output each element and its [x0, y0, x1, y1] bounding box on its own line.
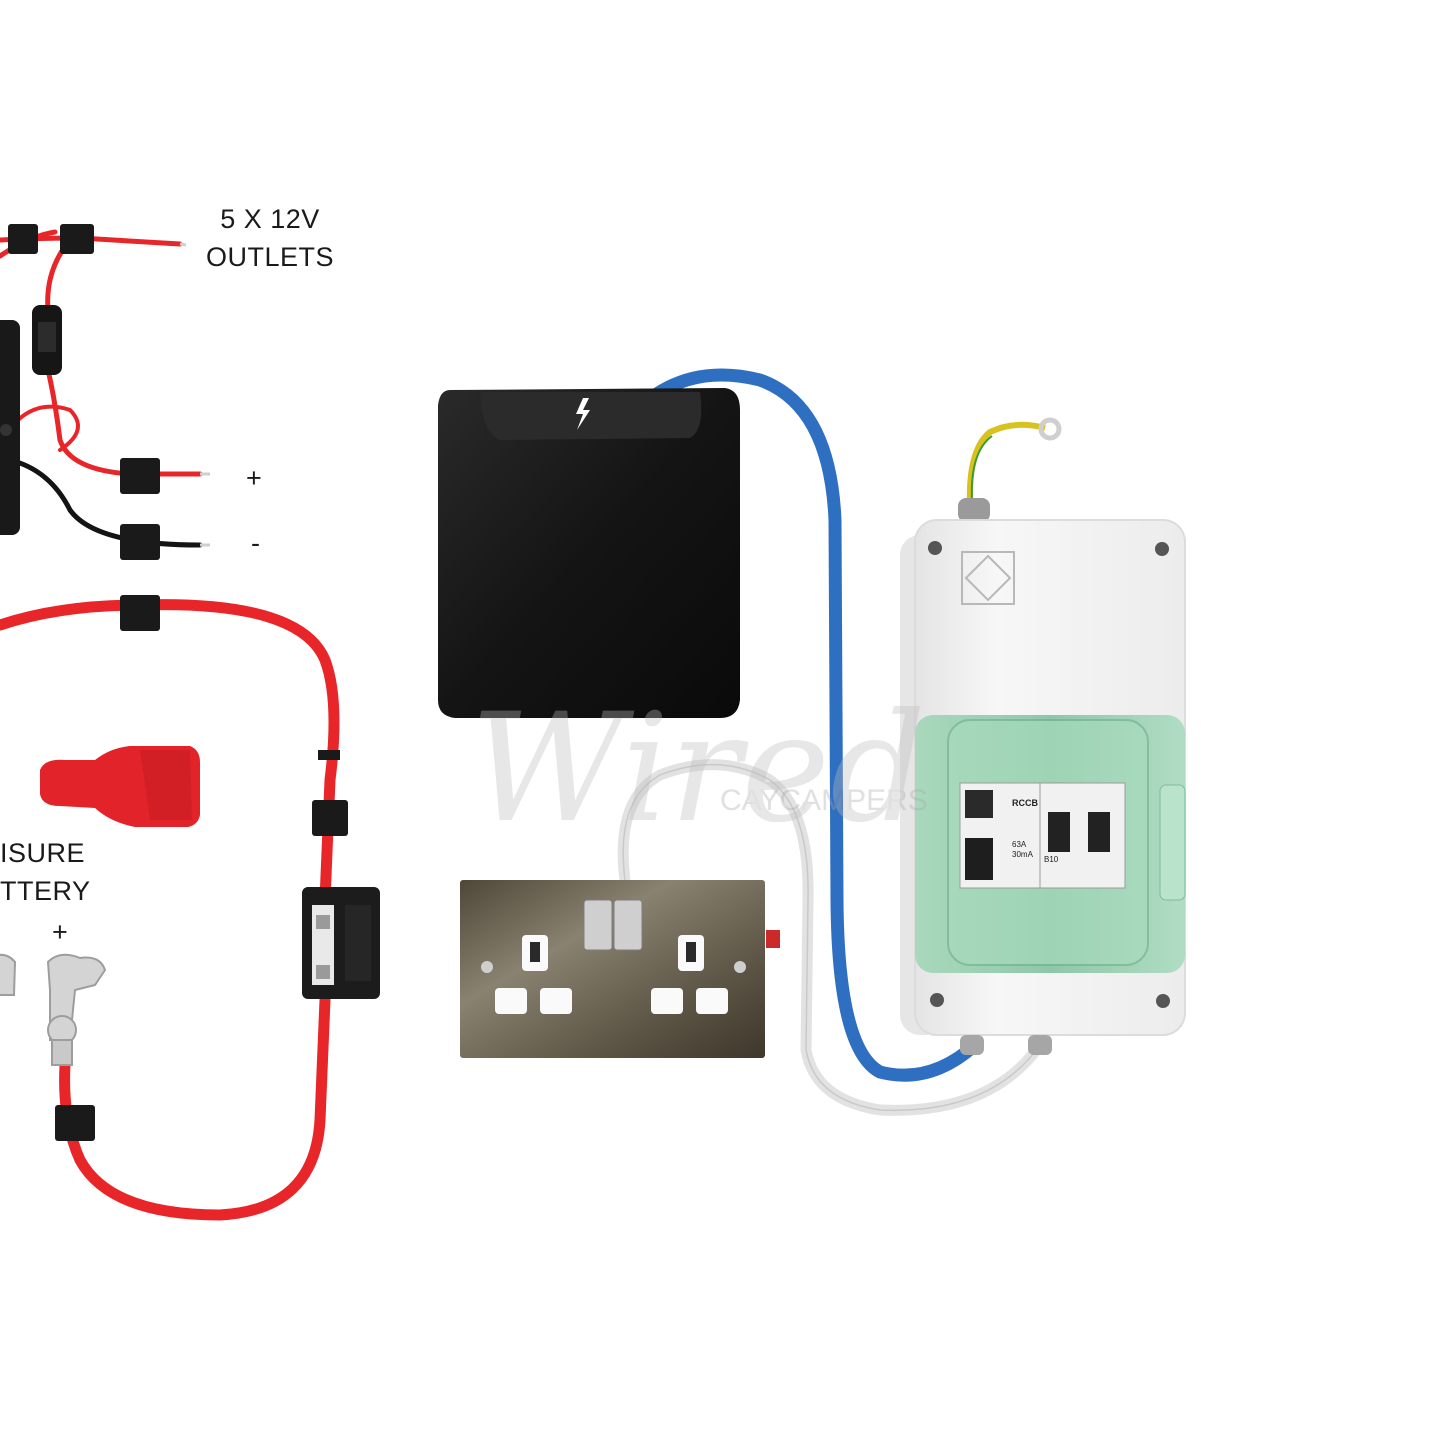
rccb-rating: 63A: [1012, 840, 1027, 849]
outlets-label: 5 X 12V OUTLETS: [200, 200, 340, 276]
midi-fuse-holder: [302, 887, 380, 999]
leisure-label-line1: ISURE: [0, 838, 86, 868]
cable-tie-mounts: [8, 224, 348, 1141]
mcb-device: B10: [1039, 782, 1126, 889]
outlets-label-line1: 5 X 12V: [220, 204, 320, 234]
rccb-device: RCCB 63A 30mA: [959, 782, 1041, 889]
red-terminal-boot: [40, 746, 200, 827]
rccb-label: RCCB: [1012, 798, 1038, 808]
fuse-box-edge: [0, 320, 20, 535]
negative-sign: -: [251, 528, 261, 558]
rcd-enclosure: RCCB 63A 30mA B10: [900, 417, 1186, 1055]
lewden-logo: [961, 551, 1015, 605]
lightning-bolt-icon: [576, 398, 590, 430]
mcb-label: B10: [1044, 855, 1059, 864]
watermark-script: Wired: [470, 682, 926, 856]
black-inlet-box: [438, 388, 740, 718]
outlets-label-line2: OUTLETS: [205, 242, 335, 272]
watermark: Wired CAYCAMPERS: [470, 682, 928, 856]
watermark-subtext: CAYCAMPERS: [720, 784, 928, 817]
leisure-label-line2: TTERY: [0, 876, 91, 906]
white-cable-edge: [622, 763, 1041, 1112]
blue-mains-cable: [648, 368, 982, 1082]
double-socket: [460, 880, 780, 1058]
rccb-trip: 30mA: [1012, 850, 1034, 859]
positive-sign: +: [246, 463, 263, 493]
battery-positive-sign: +: [52, 917, 69, 947]
battery-terminal-clamps: [0, 953, 107, 1066]
red-wiring: [0, 229, 340, 1221]
wire-ends: [179, 242, 210, 547]
inline-fuse-holder-top: [32, 305, 62, 375]
